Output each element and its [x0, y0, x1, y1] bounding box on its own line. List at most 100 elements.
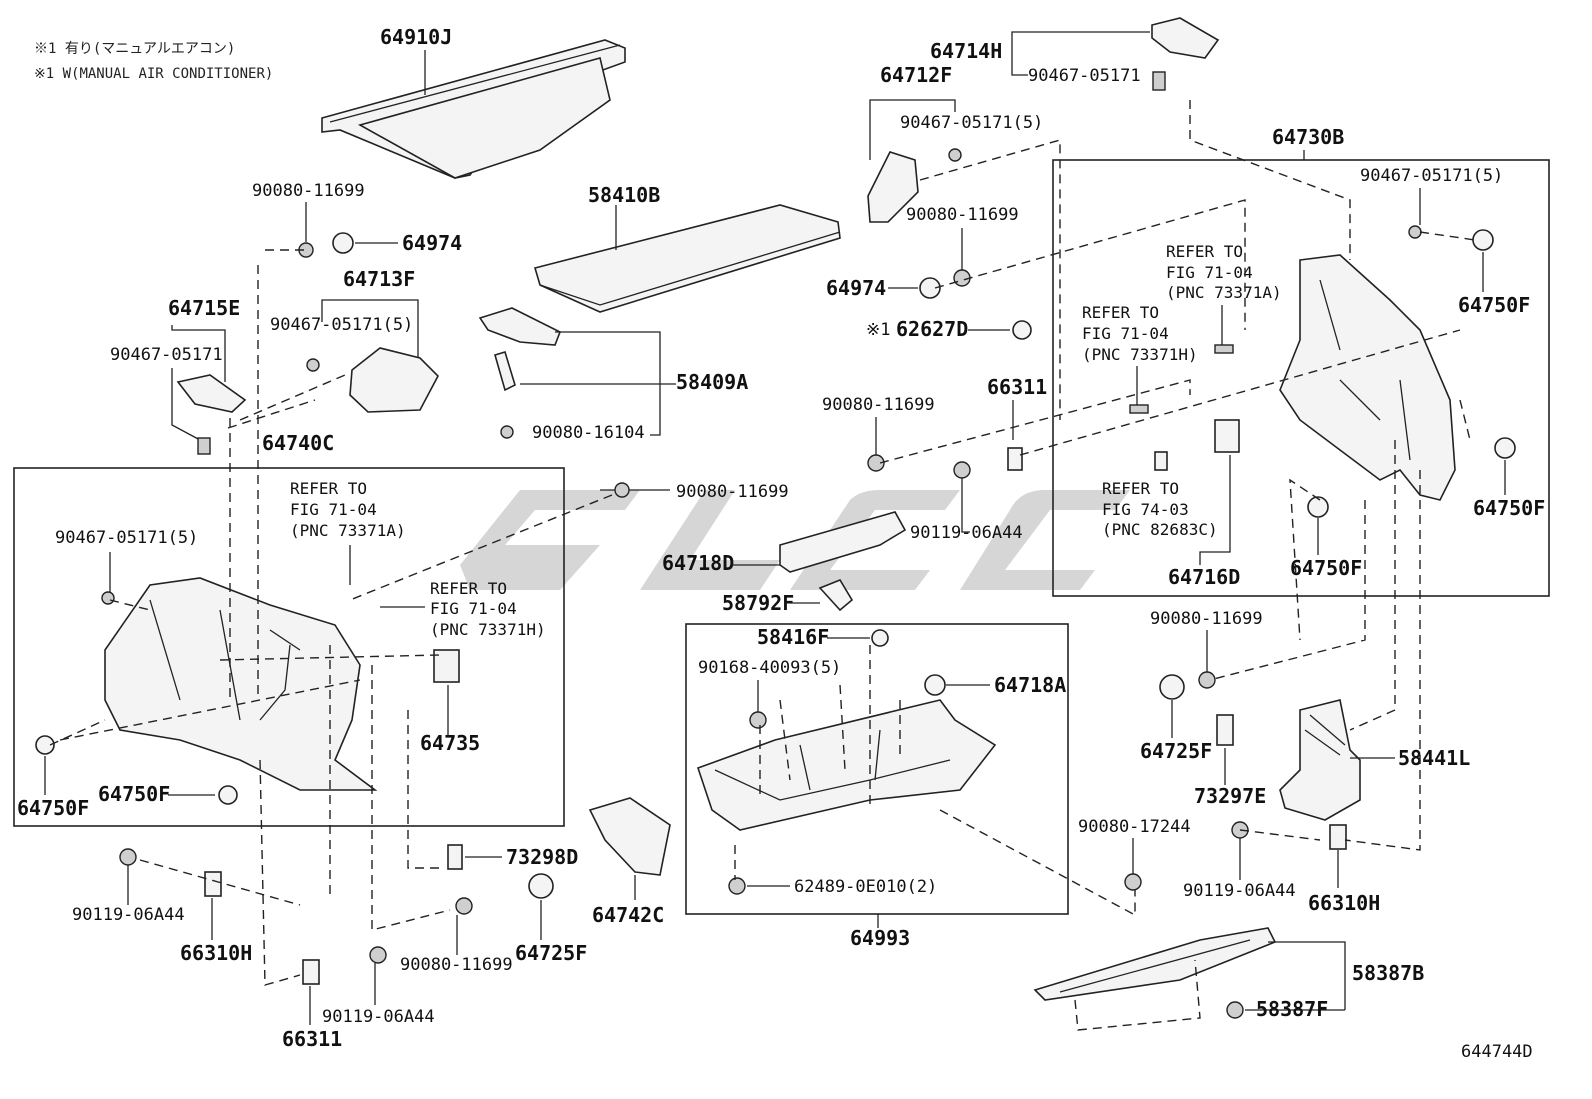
clip-icon [218, 785, 238, 805]
bracket-58792F-part [818, 579, 854, 612]
label-64715E: 64715E [168, 296, 240, 320]
label-64725F-a: 64725F [515, 941, 587, 965]
group-box-64730B [1052, 159, 1550, 597]
label-64712F: 64712F [880, 63, 952, 87]
label-90080-17244: 90080-17244 [1078, 817, 1191, 837]
side-garnish-part [349, 347, 439, 413]
clip-icon [1129, 404, 1149, 414]
screw-icon [455, 897, 473, 915]
speaker-cover-58441L-part [1279, 699, 1361, 821]
refer-left-h-2: FIG 71-04 [430, 599, 517, 618]
label-90080-11699-c: 90080-11699 [400, 955, 513, 975]
refer-left-h-3: (PNC 73371H) [430, 620, 546, 639]
label-64993: 64993 [850, 926, 910, 950]
label-90119-06A44-d: 90119-06A44 [1183, 881, 1296, 901]
label-90467-05171-b: 90467-05171 [1028, 66, 1141, 86]
label-73298D: 73298D [506, 845, 578, 869]
refer-right-c-1: REFER TO [1102, 479, 1179, 498]
cup-holder-left-part [176, 374, 247, 455]
scuff-plate-58387B-part [1033, 927, 1277, 1001]
screw-icon [119, 848, 137, 866]
label-58792F: 58792F [722, 591, 794, 615]
cover-small-icon [1154, 451, 1168, 471]
screw-icon [1198, 671, 1216, 689]
label-58409A: 58409A [676, 370, 748, 394]
refer-left-a-3: (PNC 73371A) [290, 521, 406, 540]
refer-right-c-3: (PNC 82683C) [1102, 520, 1218, 539]
screw-icon [369, 946, 387, 964]
screw-icon [500, 425, 514, 439]
label-64718A: 64718A [994, 673, 1066, 697]
label-66311-b: 66311 [987, 375, 1047, 399]
refer-right-h-1: REFER TO [1082, 303, 1159, 322]
clip-icon [1472, 229, 1494, 251]
cap-62627D-icon [1012, 320, 1032, 340]
refer-right-a-1: REFER TO [1166, 242, 1243, 261]
leader-58409A [520, 331, 676, 436]
bracket-64735-part [433, 649, 460, 683]
label-64974-b: 64974 [826, 276, 886, 300]
label-64974-a: 64974 [402, 231, 462, 255]
leader-64716D [1199, 455, 1231, 565]
label-64725F-b: 64725F [1140, 739, 1212, 763]
box-64742C-part [588, 797, 671, 876]
label-62489-0E010-2: 62489-0E010(2) [794, 877, 937, 897]
cover-82683C-icon [1214, 419, 1240, 453]
screw-icon [614, 482, 630, 498]
clip-66310H-icon [204, 871, 222, 897]
screw-icon [749, 711, 767, 729]
label-90168-40093-5: 90168-40093(5) [698, 658, 841, 678]
leader-58387B [1268, 941, 1346, 1010]
label-90467-05171-5-c: 90467-05171(5) [900, 113, 1043, 133]
hinge-bracket-part [478, 307, 562, 392]
label-64740C: 64740C [262, 431, 334, 455]
refer-right-h-3: (PNC 73371H) [1082, 345, 1198, 364]
leader-64715E [171, 325, 226, 382]
label-66310H-b: 66310H [1308, 891, 1380, 915]
label-90119-06A44-a: 90119-06A44 [72, 905, 185, 925]
quarter-trim-right-part [1279, 254, 1456, 501]
label-64750F-c: 64750F [1458, 293, 1530, 317]
note-line-1: ※1 有り(マニュアルエアコン) [34, 41, 235, 57]
leader-90119-06A44-c [961, 478, 970, 533]
label-62627D-mark: ※1 [866, 320, 890, 340]
label-64713F: 64713F [343, 267, 415, 291]
clip-icon [1159, 674, 1185, 700]
refer-left-a-2: FIG 71-04 [290, 500, 377, 519]
label-64750F-d: 64750F [1473, 496, 1545, 520]
label-90080-16104: 90080-16104 [532, 423, 645, 443]
clip-icon [728, 877, 746, 895]
note-line-2: ※1 W(MANUAL AIR CONDITIONER) [34, 66, 273, 82]
refer-right-c-2: FIG 74-03 [1102, 500, 1189, 519]
label-58441L: 58441L [1398, 746, 1470, 770]
clip-icon [919, 277, 941, 299]
label-90467-05171-5-b: 90467-05171(5) [55, 528, 198, 548]
refer-right-h-2: FIG 71-04 [1082, 324, 1169, 343]
diagram-id: 644744D [1461, 1042, 1533, 1062]
clip-icon [1124, 873, 1142, 891]
label-58416F: 58416F [757, 625, 829, 649]
label-90467-05171-5-a: 90467-05171(5) [270, 315, 413, 335]
label-90080-11699-b: 90080-11699 [676, 482, 789, 502]
refer-right-a-2: FIG 71-04 [1166, 263, 1253, 282]
label-90080-11699-e: 90080-11699 [822, 395, 935, 415]
label-90080-11699-a: 90080-11699 [252, 181, 365, 201]
leader-64712F [869, 99, 956, 160]
group-box-64740C [13, 467, 565, 827]
label-64742C: 64742C [592, 903, 664, 927]
clip-66311-icon [302, 959, 320, 985]
clip-icon [332, 232, 354, 254]
label-64750F-a: 64750F [17, 796, 89, 820]
trim-64712F-part [867, 151, 919, 223]
label-66310H-a: 66310H [180, 941, 252, 965]
label-62627D: 62627D [896, 317, 968, 341]
leader-64713F [321, 299, 419, 372]
label-64714H: 64714H [930, 39, 1002, 63]
clip-icon [306, 358, 320, 372]
label-64910J: 64910J [380, 25, 452, 49]
clip-icon [101, 591, 115, 605]
tonneau-cover-part [321, 39, 626, 179]
refer-right-a-3: (PNC 73371A) [1166, 283, 1282, 302]
label-64750F-b: 64750F [98, 782, 170, 806]
cap-64718A-icon [924, 674, 946, 696]
